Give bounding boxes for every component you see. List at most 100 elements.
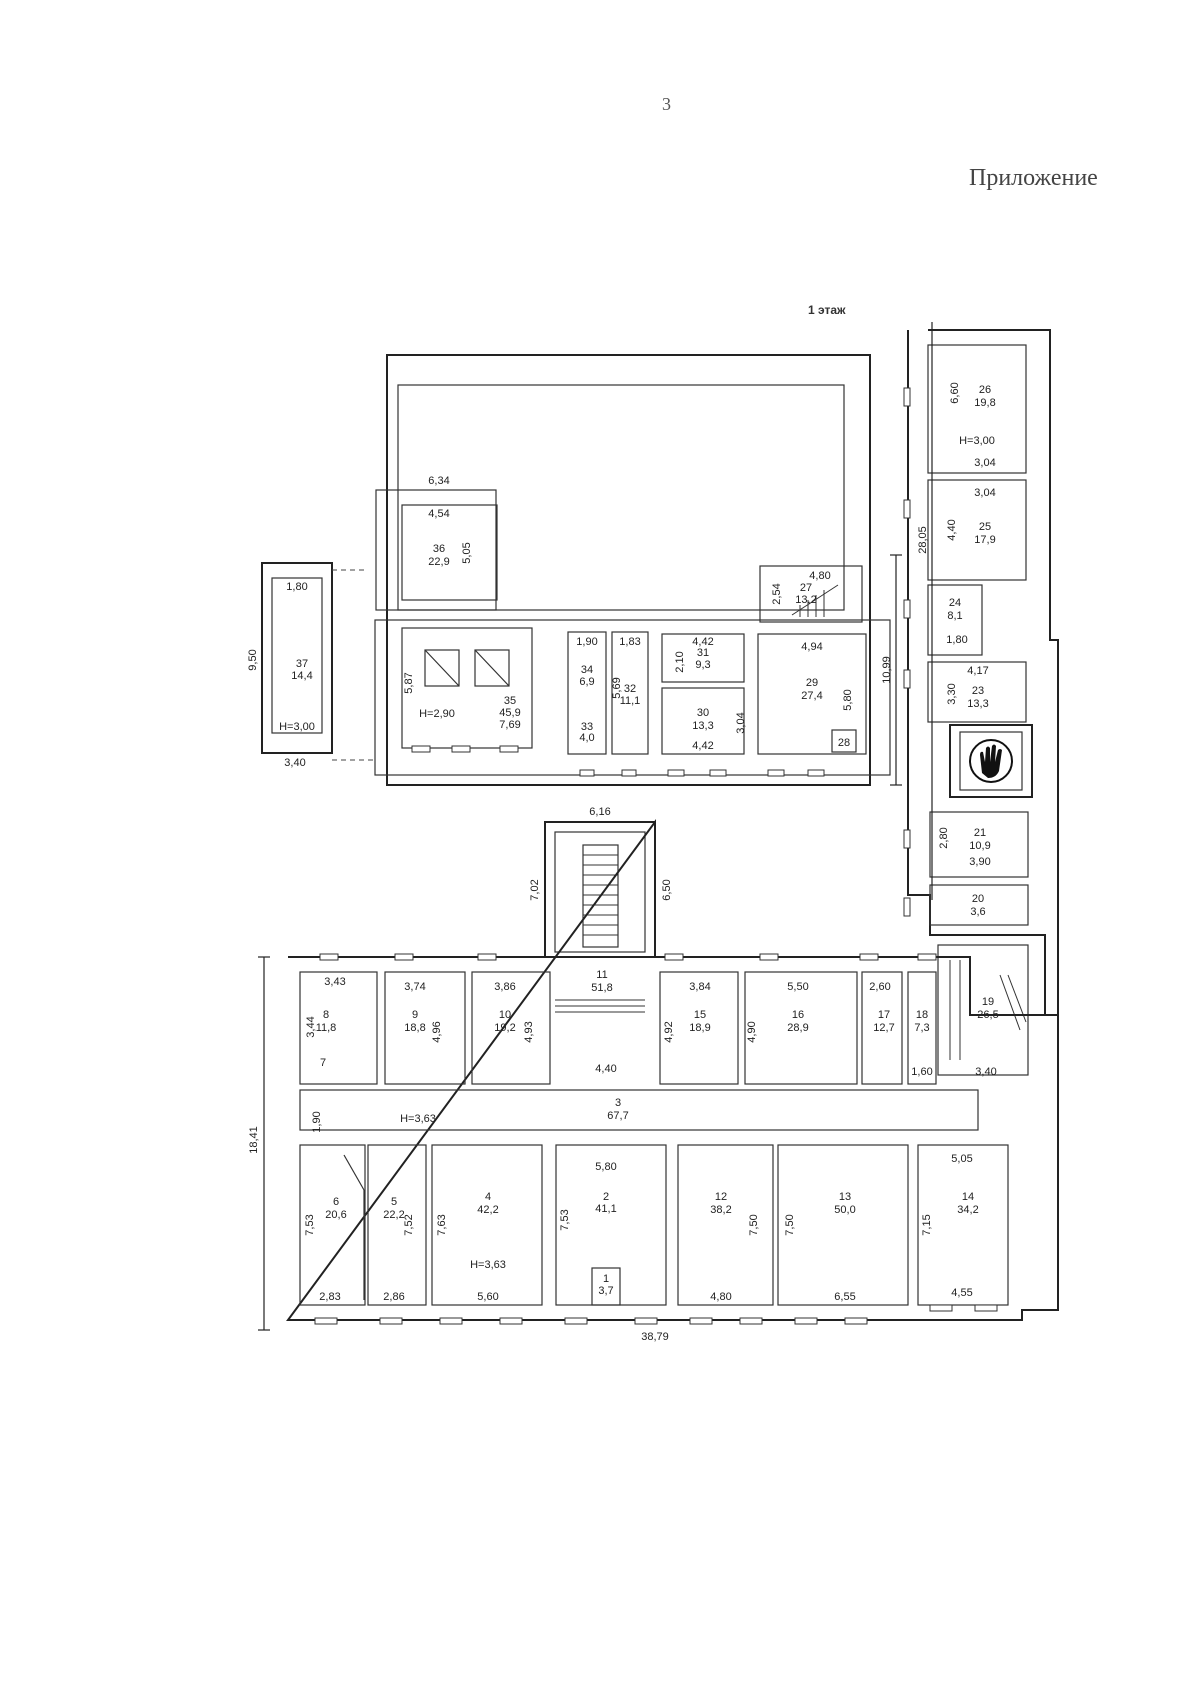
dim-r34-width: 1,90 <box>576 636 597 648</box>
page-number: 3 <box>662 94 671 114</box>
dim-annex-inner: 1,80 <box>286 581 307 593</box>
dim-r24-width: 1,80 <box>946 634 967 646</box>
dim-r29-height: 5,80 <box>842 689 854 710</box>
annex-walls <box>261 562 333 754</box>
floor-label: 1 этаж <box>808 303 846 317</box>
dim-r36-inner: 4,54 <box>428 508 449 520</box>
dim-stair-left: 7,02 <box>529 879 541 900</box>
dim-total-height-left: 18,41 <box>248 1126 260 1154</box>
main-stair <box>555 844 645 1013</box>
dim-r14-height: 7,15 <box>921 1214 933 1235</box>
height-corridor: Н=3,63 <box>400 1113 436 1125</box>
dim-upper-height: 10,99 <box>881 656 893 684</box>
dim-r13-width: 6,55 <box>834 1291 855 1303</box>
dim-r25-height: 4,40 <box>946 519 958 540</box>
height-room37: Н=3,00 <box>279 721 315 733</box>
dim-r23-height: 3,30 <box>946 683 958 704</box>
dim-stair-right: 6,50 <box>661 879 673 900</box>
dim-r36-height: 5,05 <box>461 542 473 563</box>
dimension-labels-vertical: 18,41 28,05 10,99 9,50 7,02 6,50 5,05 5,… <box>247 382 961 1235</box>
dim-r35-width: 7,69 <box>499 719 520 731</box>
dim-annex-height: 9,50 <box>247 649 259 670</box>
dim-r21-height: 2,80 <box>938 827 950 848</box>
room-28 <box>831 729 857 753</box>
dim-r19-width: 3,40 <box>975 1066 996 1078</box>
dim-total-height-right: 28,05 <box>917 526 929 554</box>
dim-r15-width: 3,84 <box>689 981 710 993</box>
dim-r15-height: 4,92 <box>663 1021 675 1042</box>
dim-r29-width: 4,94 <box>801 641 822 653</box>
height-room26: Н=3,00 <box>959 435 995 447</box>
lower-block-walls <box>286 818 1059 1321</box>
dim-r30-width: 4,42 <box>692 740 713 752</box>
dim-r5-width: 2,86 <box>383 1291 404 1303</box>
dim-r6-width: 2,83 <box>319 1291 340 1303</box>
dim-r18-width: 1,60 <box>911 1066 932 1078</box>
room-28-label: 28 <box>838 737 850 749</box>
dim-r14-width-top: 5,05 <box>951 1153 972 1165</box>
dim-corr-height: 1,90 <box>311 1111 323 1132</box>
dim-stair-width: 6,16 <box>589 806 610 818</box>
dim-r10-width: 3,86 <box>494 981 515 993</box>
dim-annex-width: 3,40 <box>284 757 305 769</box>
dim-r26-width: 3,04 <box>974 457 995 469</box>
room-27-stair <box>791 584 839 617</box>
dimension-lines <box>258 322 933 1331</box>
dim-r21-width: 3,90 <box>969 856 990 868</box>
hand-icon <box>959 731 1023 791</box>
dim-r2-width: 5,80 <box>595 1161 616 1173</box>
dim-r16-height: 4,90 <box>746 1021 758 1042</box>
dim-r8-height: 3,44 <box>305 1016 317 1037</box>
dim-r5-height: 7,52 <box>403 1214 415 1235</box>
stair-block-walls <box>544 821 656 958</box>
dim-r16-width: 5,50 <box>787 981 808 993</box>
height-room35: Н=2,90 <box>419 708 455 720</box>
appendix-title: Приложение <box>969 165 1098 191</box>
dim-r12-width: 4,80 <box>710 1291 731 1303</box>
dim-r26-height: 6,60 <box>949 382 961 403</box>
dimension-labels-horizontal: 38,79 3,40 1,80 6,16 6,34 4,54 7,69 1,90… <box>284 457 996 1343</box>
dim-r9-width: 3,74 <box>404 981 425 993</box>
dim-hall-width: 4,40 <box>595 1063 616 1075</box>
dim-r23-width: 4,17 <box>967 665 988 677</box>
dim-r30-height: 3,04 <box>735 712 747 733</box>
dim-r35-height: 5,87 <box>403 672 415 693</box>
dim-total-width: 38,79 <box>641 1331 669 1343</box>
room-7-label: 7 <box>320 1057 326 1069</box>
dim-r12-height: 7,50 <box>748 1214 760 1235</box>
dim-r32-width: 1,83 <box>619 636 640 648</box>
dim-r14-width: 4,55 <box>951 1287 972 1299</box>
dim-r31-height: 2,10 <box>674 651 686 672</box>
dim-r36-outer: 6,34 <box>428 475 449 487</box>
